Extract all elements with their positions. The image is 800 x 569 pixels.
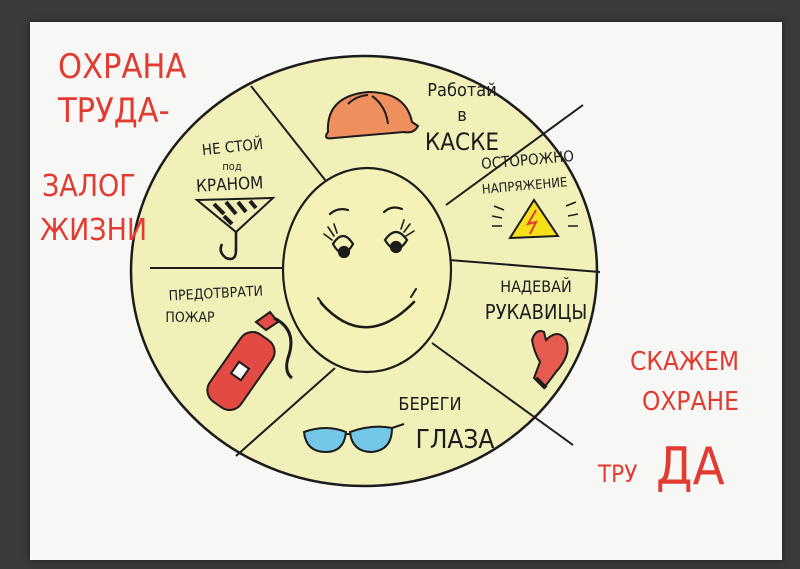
right-pupil bbox=[389, 240, 403, 254]
title-line-1: ОХРАНА bbox=[58, 47, 186, 87]
title-line-4: ЖИЗНИ bbox=[40, 213, 147, 248]
fire-text-2: ПОЖАР bbox=[165, 310, 215, 326]
wheel-divider bbox=[250, 85, 334, 191]
high-voltage-icon bbox=[491, 198, 579, 240]
gloves-text-1: НАДЕВАЙ bbox=[500, 277, 572, 296]
eyes-text-2: ГЛАЗА bbox=[416, 425, 495, 455]
left-eyebrow bbox=[328, 208, 350, 216]
dimple bbox=[317, 288, 417, 307]
caption-line-1: СКАЖЕМ bbox=[630, 347, 739, 377]
eyelashes bbox=[323, 219, 415, 241]
gloves-segment: НАДЕВАЙ РУКАВИЦЫ bbox=[485, 277, 588, 390]
mitten-icon bbox=[530, 330, 569, 390]
eyes-segment: БЕРЕГИ ГЛАЗА bbox=[302, 394, 495, 455]
caption-line-3-big: ДА bbox=[656, 437, 725, 497]
title-line-2: ТРУДА- bbox=[57, 91, 170, 131]
smiley-face-icon bbox=[317, 206, 417, 329]
left-title: ОХРАНА ТРУДА- ЗАЛОГ ЖИЗНИ bbox=[40, 47, 186, 248]
crane-hook-icon bbox=[194, 196, 276, 261]
helmet-text-1: Работай bbox=[427, 80, 496, 101]
helmet-text-3: КАСКЕ bbox=[425, 128, 499, 156]
voltage-text-2: НАПРЯЖЕНИЕ bbox=[481, 175, 568, 197]
fire-text-1: ПРЕДОТВРАТИ bbox=[168, 284, 263, 305]
wheel-divider bbox=[235, 367, 336, 457]
left-pupil bbox=[337, 245, 351, 259]
eyes-text-1: БЕРЕГИ bbox=[398, 394, 461, 415]
fire-segment: ПРЕДОТВРАТИ ПОЖАР bbox=[165, 284, 293, 411]
gloves-text-2: РУКАВИЦЫ bbox=[485, 300, 588, 324]
wheel-divider bbox=[445, 104, 584, 206]
smile bbox=[319, 300, 416, 329]
voltage-segment: ОСТОРОЖНО НАПРЯЖЕНИЕ bbox=[480, 147, 579, 240]
center-circle bbox=[281, 166, 453, 374]
wheel-divider bbox=[448, 259, 601, 273]
helmet-text-2: в bbox=[457, 105, 467, 126]
helmet-segment: Работай в КАСКЕ bbox=[325, 80, 499, 156]
fire-extinguisher-icon bbox=[206, 310, 293, 411]
right-caption: СКАЖЕМ ОХРАНЕ ТРУ ДА bbox=[597, 347, 739, 497]
title-line-3: ЗАЛОГ bbox=[42, 169, 136, 204]
crane-text-2: под bbox=[222, 160, 242, 173]
wheel-divider bbox=[431, 342, 574, 446]
helmet-icon bbox=[325, 90, 420, 140]
right-eyebrow bbox=[382, 206, 404, 214]
crane-text-3: КРАНОМ bbox=[196, 173, 264, 196]
goggles-icon bbox=[302, 423, 405, 454]
caption-line-2: ОХРАНЕ bbox=[642, 387, 739, 417]
caption-line-3-small: ТРУ bbox=[597, 460, 637, 488]
